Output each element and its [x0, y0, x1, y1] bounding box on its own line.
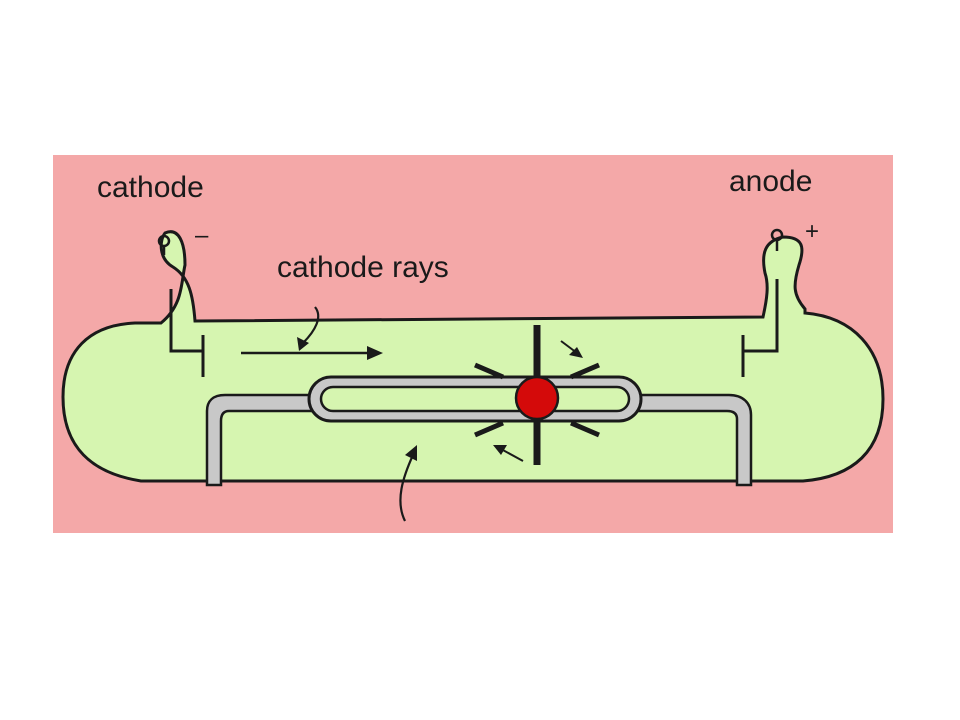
anode-sign: +: [805, 218, 819, 245]
cathode-rays-label: cathode rays: [277, 251, 449, 284]
cathode-terminal: [157, 234, 171, 255]
right-rail: [635, 393, 753, 487]
anode-terminal: [770, 228, 784, 251]
paddle-wheel-hub: [514, 375, 560, 421]
glass-tube: [61, 230, 885, 483]
rotation-arrow-bottom: [493, 445, 524, 462]
cathode-sign: –: [195, 222, 209, 249]
diagram-panel: cathode – anode + cathode rays: [53, 155, 893, 533]
cathode-label: cathode: [97, 171, 204, 204]
cathode-ray-arrow: [241, 346, 383, 360]
paddle-wheel-pointer: [399, 445, 417, 522]
cathode-rays-pointer: [297, 306, 320, 351]
cathode-electrode: [169, 289, 205, 377]
crookes-tube-diagram: cathode – anode + cathode rays: [53, 155, 893, 533]
rotation-arrow-top: [560, 340, 583, 358]
anode-electrode: [741, 279, 779, 377]
anode-label: anode: [729, 165, 812, 198]
paddle-wheel-axle-inner: [319, 385, 631, 413]
